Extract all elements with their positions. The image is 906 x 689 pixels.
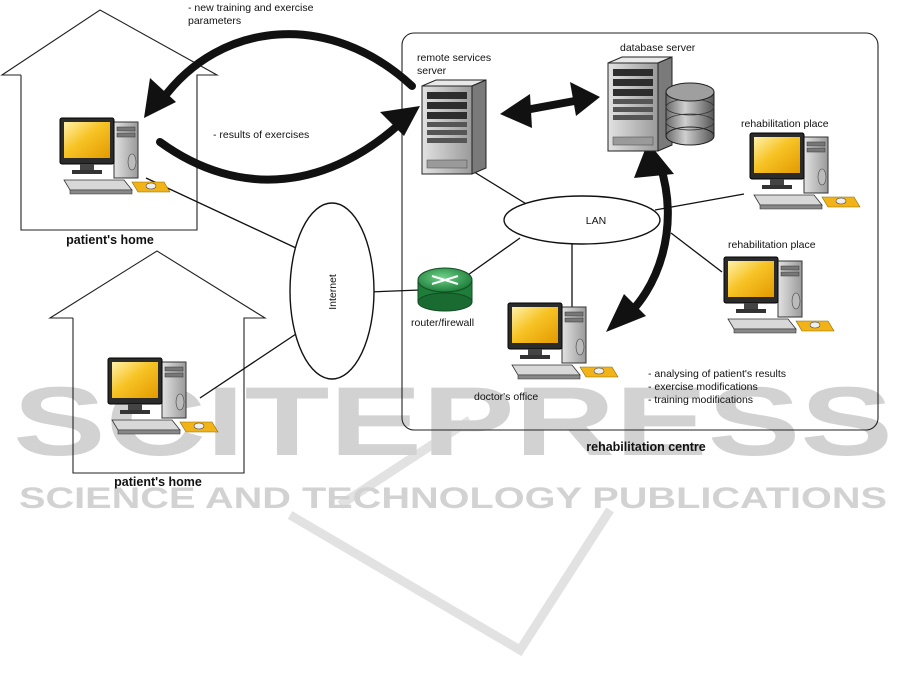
- watermark: SCITEPRESS SCIENCE AND TECHNOLOGY PUBLIC…: [13, 366, 893, 657]
- doctor-note-3: - training modifications: [648, 394, 753, 406]
- server-icon: [607, 56, 673, 152]
- doctor-note-2: - exercise modifications: [648, 381, 758, 393]
- patient-home-label-2: patient's home: [114, 475, 202, 489]
- data-flow-arrows: [144, 30, 674, 332]
- computer-icon: [507, 302, 619, 380]
- remote-server-label-1: remote services: [417, 52, 491, 64]
- rehabilitation-centre-box: [401, 32, 879, 431]
- computer-icon: [749, 132, 861, 210]
- doctor-office-label: doctor's office: [474, 391, 538, 403]
- database-server-label: database server: [620, 42, 696, 54]
- doctor-note-1: - analysing of patient's results: [648, 368, 786, 380]
- watermark-subtitle: SCIENCE AND TECHNOLOGY PUBLICATIONS: [19, 482, 887, 515]
- lan-hub: LAN: [503, 195, 661, 245]
- database-icon: [665, 82, 715, 146]
- computer-icon: [59, 117, 171, 195]
- rehab-place-label-1: rehabilitation place: [741, 118, 829, 130]
- new-training-annotation-1: - new training and exercise: [188, 2, 314, 14]
- patient-home-label-1: patient's home: [66, 233, 154, 247]
- house-bottom: [48, 250, 267, 474]
- house-top: [0, 9, 220, 231]
- new-training-annotation-2: parameters: [188, 15, 241, 27]
- lan-label: LAN: [586, 215, 606, 227]
- remote-server-label-2: server: [417, 65, 447, 77]
- rehab-place-label-2: rehabilitation place: [728, 239, 816, 251]
- router-icon: [417, 267, 473, 312]
- internet-label: Internet: [327, 274, 339, 310]
- internet-cloud: Internet: [289, 202, 375, 380]
- rehabilitation-centre-label: rehabilitation centre: [586, 440, 706, 454]
- computer-icon: [723, 256, 835, 334]
- results-annotation: - results of exercises: [213, 129, 309, 141]
- router-label: router/firewall: [411, 317, 474, 329]
- server-icon: [421, 79, 487, 175]
